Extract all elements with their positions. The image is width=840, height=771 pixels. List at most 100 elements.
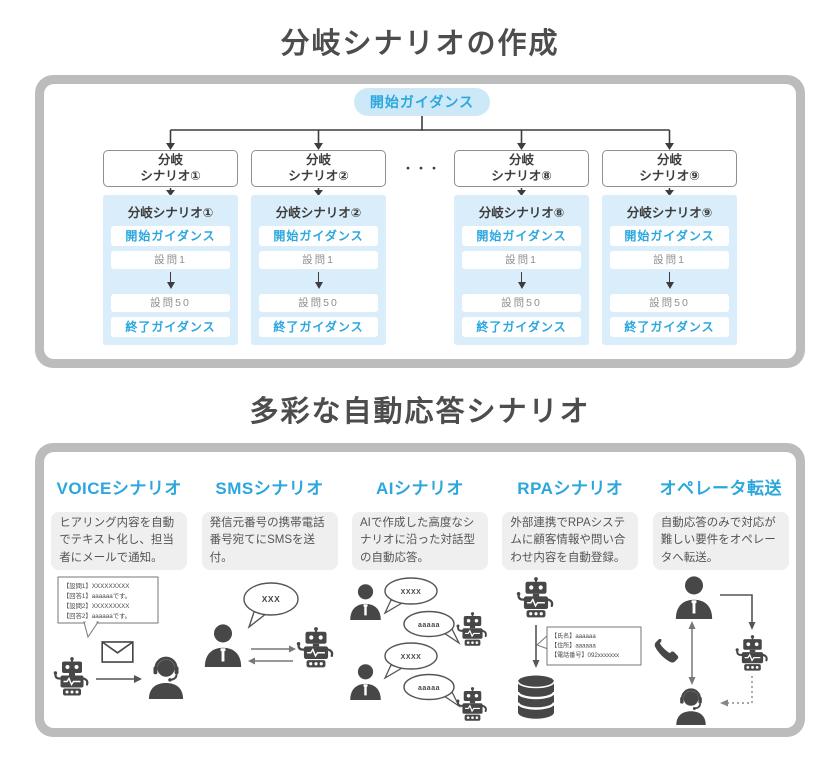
bubble-text: XXXX: [401, 654, 422, 661]
panel-title: 分岐シナリオ⑨: [626, 206, 713, 220]
scenario-types-canvas: VOICEシナリオ ヒアリング内容を自動でテキスト化し、担当者にメールで通知。 …: [44, 452, 796, 728]
branch-box-8: 分岐 シナリオ⑧: [454, 150, 589, 187]
bubble-text: XXX: [261, 594, 280, 604]
branch-box-label: 分岐: [305, 152, 331, 167]
end-guidance-step: 終了ガイダンス: [462, 317, 581, 337]
ellipsis-dots: ・・・: [402, 163, 442, 175]
end-guidance-step: 終了ガイダンス: [111, 317, 230, 337]
envelope-icon: [101, 641, 134, 663]
panel-title: 分岐シナリオ②: [275, 206, 362, 220]
start-guidance-step: 開始ガイダンス: [462, 226, 581, 246]
column-voice: VOICEシナリオ ヒアリング内容を自動でテキスト化し、担当者にメールで通知。 …: [44, 474, 194, 728]
ai-illustration: XXXX aaaaa XXXX: [345, 575, 495, 725]
note-line: 【氏名】aaaaaa: [551, 632, 596, 640]
branch-box-label: シナリオ②: [288, 168, 349, 183]
branch-creation-frame: 開始ガイダンス: [35, 75, 805, 368]
robot-icon: [52, 657, 89, 697]
note-line: 【設問1】XXXXXXXXX: [63, 581, 130, 590]
headset-operator-icon: [674, 688, 707, 725]
operator-illustration: [646, 575, 796, 725]
question1-step: 設問1: [259, 251, 378, 269]
rpa-illustration: 【氏名】aaaaaa 【住所】aaaaaa 【電話番号】092xxxxxxx: [495, 575, 645, 725]
rpa-column-title: RPAシナリオ: [517, 479, 624, 498]
sms-illustration: XXX: [195, 575, 345, 725]
robot-icon: [295, 627, 333, 669]
voice-column-title: VOICEシナリオ: [56, 479, 182, 498]
scenario-panel-8: 分岐シナリオ⑧ 開始ガイダンス 設問1 設問50 終了ガイダンス: [454, 195, 589, 345]
database-icon: [517, 675, 556, 719]
transfer-dotted-arrow: [719, 676, 753, 707]
note-line: 【設問2】XXXXXXXXX: [63, 601, 130, 610]
robot-icon: [455, 687, 487, 722]
person-icon: [350, 664, 381, 700]
send-arrow: [96, 675, 143, 683]
headset-operator-icon: [147, 656, 185, 699]
bubble-text: aaaaa: [418, 622, 440, 629]
robot-icon: [515, 577, 554, 619]
tree-connector-lines: [166, 116, 674, 196]
voice-illustration: 【設問1】XXXXXXXXX 【回答1】aaaaaaです。 【設問2】XXXXX…: [44, 575, 194, 725]
start-guidance-step: 開始ガイダンス: [610, 226, 729, 246]
section2-title: 多彩な自動応答シナリオ: [249, 396, 591, 428]
section1-title: 分岐シナリオの作成: [280, 28, 560, 60]
note-line: 【電話番号】092xxxxxxx: [551, 651, 619, 659]
exchange-arrows: [247, 645, 296, 665]
bubble-text: aaaaa: [418, 685, 440, 692]
speech-bubble: aaaaa: [403, 673, 461, 708]
call-double-arrow: [688, 621, 696, 685]
panel-title: 分岐シナリオ⑧: [478, 206, 565, 220]
person-icon: [204, 624, 241, 667]
scenario-panel-1: 分岐シナリオ① 開始ガイダンス 設問1 設問50 終了ガイダンス: [103, 195, 238, 345]
rpa-description: 外部連携でRPAシステムに顧客情報や問い合わせ内容を自動登録。: [502, 512, 639, 570]
panel-flow-arrow: [610, 269, 729, 289]
branch-box-1: 分岐 シナリオ①: [103, 150, 238, 187]
branch-box-9: 分岐 シナリオ⑨: [602, 150, 737, 187]
register-arrow: [532, 625, 540, 668]
question50-step: 設問50: [259, 294, 378, 312]
question50-step: 設問50: [462, 294, 581, 312]
column-rpa: RPAシナリオ 外部連携でRPAシステムに顧客情報や問い合わせ内容を自動登録。: [495, 474, 645, 728]
column-ai: AIシナリオ AIで作成した高度なシナリオに沿った対話型の自動応答。 XXXX: [345, 474, 495, 728]
operator-column-title: オペレータ転送: [659, 479, 782, 498]
scenario-types-frame: VOICEシナリオ ヒアリング内容を自動でテキスト化し、担当者にメールで通知。 …: [35, 443, 805, 737]
branch-box-label: 分岐: [157, 152, 183, 167]
scenario-panel-2: 分岐シナリオ② 開始ガイダンス 設問1 設問50 終了ガイダンス: [251, 195, 386, 345]
branch-box-label: シナリオ⑨: [639, 168, 700, 183]
column-operator: オペレータ転送 自動応答のみで対応が難しい要件をオペレータへ転送。: [646, 474, 796, 728]
ai-description: AIで作成した高度なシナリオに沿った対話型の自動応答。: [351, 512, 488, 570]
branch-box-2: 分岐 シナリオ②: [251, 150, 386, 187]
operator-description: 自動応答のみで対応が難しい要件をオペレータへ転送。: [652, 512, 789, 570]
speech-bubble: XXX: [242, 582, 299, 629]
panel-flow-arrow: [462, 269, 581, 289]
column-sms: SMSシナリオ 発信元番号の携帯電話番号宛てにSMSを送付。 XXX: [194, 474, 344, 728]
panel-flow-arrow: [259, 269, 378, 289]
to-robot-arrow: [719, 594, 756, 630]
robot-icon: [734, 635, 768, 672]
scenario-columns: VOICEシナリオ ヒアリング内容を自動でテキスト化し、担当者にメールで通知。 …: [44, 452, 796, 728]
branch-box-label: シナリオ⑧: [491, 168, 552, 183]
branch-creation-canvas: 開始ガイダンス: [44, 84, 796, 359]
scenario-panel-9: 分岐シナリオ⑨ 開始ガイダンス 設問1 設問50 終了ガイダンス: [602, 195, 737, 345]
bubble-text: XXXX: [401, 589, 422, 596]
branch-box-label: シナリオ①: [140, 168, 201, 183]
panel-flow-arrow: [111, 269, 230, 289]
note-line: 【回答2】aaaaaaです。: [63, 611, 131, 620]
end-guidance-step: 終了ガイダンス: [610, 317, 729, 337]
start-guidance-step: 開始ガイダンス: [111, 226, 230, 246]
start-guidance-step: 開始ガイダンス: [259, 226, 378, 246]
question1-step: 設問1: [111, 251, 230, 269]
transcript-note: 【設問1】XXXXXXXXX 【回答1】aaaaaaです。 【設問2】XXXXX…: [57, 576, 159, 639]
robot-icon: [455, 612, 487, 647]
sms-column-title: SMSシナリオ: [215, 479, 324, 498]
start-guidance-pill: 開始ガイダンス: [354, 88, 490, 116]
branch-box-label: 分岐: [656, 152, 682, 167]
phone-handset-icon: [654, 638, 678, 663]
ai-column-title: AIシナリオ: [375, 479, 464, 498]
person-icon: [350, 584, 381, 620]
speech-bubble: XXXX: [383, 577, 438, 615]
question50-step: 設問50: [111, 294, 230, 312]
note-line: 【回答1】aaaaaaです。: [63, 591, 131, 600]
sms-description: 発信元番号の携帯電話番号宛てにSMSを送付。: [201, 512, 338, 570]
person-icon: [675, 576, 712, 619]
customer-data-note: 【氏名】aaaaaa 【住所】aaaaaa 【電話番号】092xxxxxxx: [536, 626, 642, 666]
